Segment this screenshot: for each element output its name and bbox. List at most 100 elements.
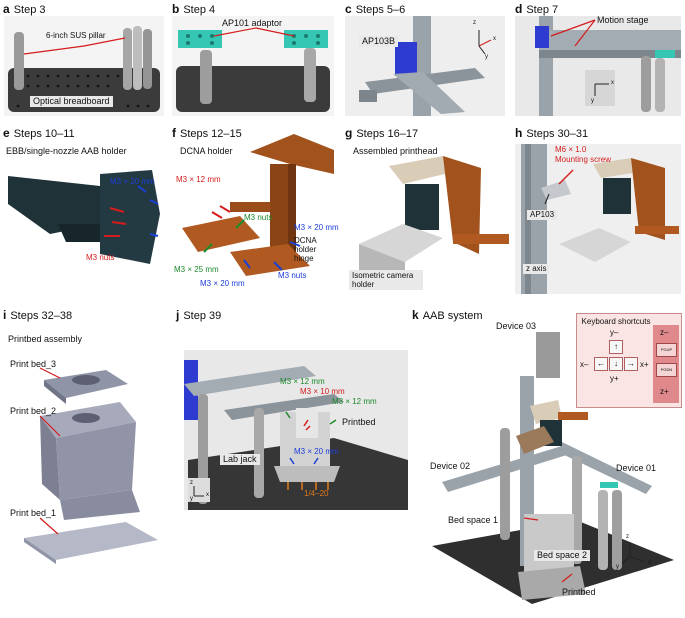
hinge-label: DCNA holder hinge bbox=[294, 236, 317, 264]
up-arrow-icon: ↑ bbox=[609, 340, 623, 354]
bedspace2-label: Bed space 2 bbox=[534, 550, 591, 561]
panel-title: Steps 32–38 bbox=[10, 310, 73, 322]
adaptor-label: AP101 adaptor bbox=[222, 18, 283, 28]
panel-title: Steps 12–15 bbox=[180, 128, 242, 140]
bed2-label: Print bed_2 bbox=[10, 406, 57, 416]
y-plus-label: y+ bbox=[610, 374, 619, 383]
axis-y: y bbox=[616, 564, 619, 570]
panel-letter: h bbox=[515, 126, 523, 140]
axis-y: y bbox=[190, 496, 193, 502]
motion-stage-illustration bbox=[535, 16, 681, 116]
m20-label: M3 × 20 mm bbox=[294, 447, 339, 456]
quarter-label: 1/4–20 bbox=[304, 489, 329, 498]
mounting-screw-label: Mounting screw bbox=[555, 155, 612, 164]
panel-letter: a bbox=[3, 2, 10, 16]
breadboard-label: Optical breadboard bbox=[30, 96, 113, 107]
bed3-label: Print bed_3 bbox=[10, 359, 57, 369]
axis-y: y bbox=[591, 98, 594, 104]
screw20b-label: M3 × 20 mm bbox=[200, 279, 245, 288]
z-minus-label: z– bbox=[660, 328, 669, 337]
printbed-label: Printbed bbox=[342, 417, 376, 427]
z-plus-label: z+ bbox=[660, 387, 669, 396]
left-arrow-icon: ← bbox=[594, 357, 608, 371]
axis-y: y bbox=[485, 54, 488, 60]
m12a-label: M3 × 12 mm bbox=[280, 377, 325, 386]
right-arrow-icon: → bbox=[624, 357, 638, 371]
stage-illustration bbox=[359, 16, 492, 116]
bed1-label: Print bed_1 bbox=[10, 508, 57, 518]
panel-letter: c bbox=[345, 2, 352, 16]
nuts-blue-label: M3 nuts bbox=[278, 271, 307, 280]
keyboard-shortcuts-panel: Keyboard shortcuts y– ↑ x– ← ↓ → x+ y+ z… bbox=[576, 313, 682, 408]
panel-letter: e bbox=[3, 126, 10, 140]
panel-subtitle: DCNA holder bbox=[180, 146, 233, 156]
device03-label: Device 03 bbox=[496, 321, 537, 331]
aab-holder-illustration bbox=[8, 170, 160, 264]
pillar-label: 6-inch SUS pillar bbox=[46, 31, 106, 40]
panel-title: Steps 10–11 bbox=[13, 128, 75, 140]
printbed-illustration bbox=[24, 367, 158, 564]
axis-z: z bbox=[626, 534, 629, 540]
screw20a-label: M3 × 20 mm bbox=[294, 223, 339, 232]
panel-title: Step 4 bbox=[183, 4, 216, 16]
panel-letter: j bbox=[176, 308, 180, 322]
figure-image: Motion stage x y bbox=[515, 16, 681, 116]
labjack-label: Lab jack bbox=[220, 454, 260, 465]
keyboard-title: Keyboard shortcuts bbox=[581, 317, 651, 326]
m10-label: M3 × 10 mm bbox=[300, 387, 345, 396]
ap103-label: AP103 bbox=[527, 210, 558, 220]
axis-z: z bbox=[190, 480, 193, 486]
screw25-label: M3 × 25 mm bbox=[174, 265, 219, 274]
figure-image: M3 × 12 mm M3 × 10 mm M3 × 12 mm Printbe… bbox=[184, 350, 408, 510]
dcna-holder-illustration bbox=[182, 134, 334, 276]
panel-letter: i bbox=[3, 308, 7, 322]
adaptor-illustration bbox=[176, 27, 330, 112]
panel-title: Step 7 bbox=[526, 4, 559, 16]
aab-system-illustration bbox=[432, 332, 674, 604]
axis-x: x bbox=[648, 560, 651, 566]
panel-f: f Steps 12–15 DCNA holder M3 × 12 mm M3 n… bbox=[170, 124, 340, 292]
pgdn-key: PGDN bbox=[656, 363, 677, 377]
pgup-key: PGUP bbox=[656, 343, 677, 357]
panel-letter: f bbox=[172, 126, 176, 140]
device01-label: Device 01 bbox=[616, 463, 657, 473]
axis-x: x bbox=[611, 80, 614, 86]
panel-subtitle: Assembled printhead bbox=[353, 146, 438, 156]
z-key-column: z– PGUP PGDN z+ bbox=[653, 325, 679, 403]
panel-letter: k bbox=[412, 308, 419, 322]
device02-label: Device 02 bbox=[430, 461, 471, 471]
figure-image: AP101 adaptor bbox=[172, 16, 334, 116]
printhead-illustration bbox=[359, 156, 509, 284]
motion-stage-label: Motion stage bbox=[597, 16, 649, 25]
panel-letter: d bbox=[515, 2, 523, 16]
panel-title: Steps 16–17 bbox=[356, 128, 419, 140]
panel-letter: b bbox=[172, 2, 180, 16]
panel-title: AAB system bbox=[422, 310, 483, 322]
bedspace1-label: Bed space 1 bbox=[448, 515, 499, 525]
screw-label: M3 × 20 mm bbox=[110, 177, 155, 186]
labjack-illustration bbox=[184, 360, 408, 510]
x-minus-label: x– bbox=[580, 360, 589, 369]
y-minus-label: y– bbox=[610, 328, 619, 337]
axis-x: x bbox=[493, 36, 496, 42]
ap103b-label: AP103B bbox=[359, 36, 399, 47]
axis-x: x bbox=[206, 492, 209, 498]
printbed-label: Printbed bbox=[562, 587, 596, 597]
screw12-label: M3 × 12 mm bbox=[176, 175, 221, 184]
zaxis-label: z axis bbox=[523, 264, 550, 274]
panel-title: Step 39 bbox=[183, 310, 222, 322]
figure-image: AP103B z x y bbox=[345, 16, 505, 116]
panel-subtitle: EBB/single-nozzle AAB holder bbox=[6, 146, 127, 156]
figure-image: M6 × 1.0 Mounting screw AP103 z axis bbox=[515, 144, 681, 294]
panel-subtitle: Printbed assembly bbox=[8, 334, 83, 344]
m12b-label: M3 × 12 mm bbox=[332, 397, 377, 406]
